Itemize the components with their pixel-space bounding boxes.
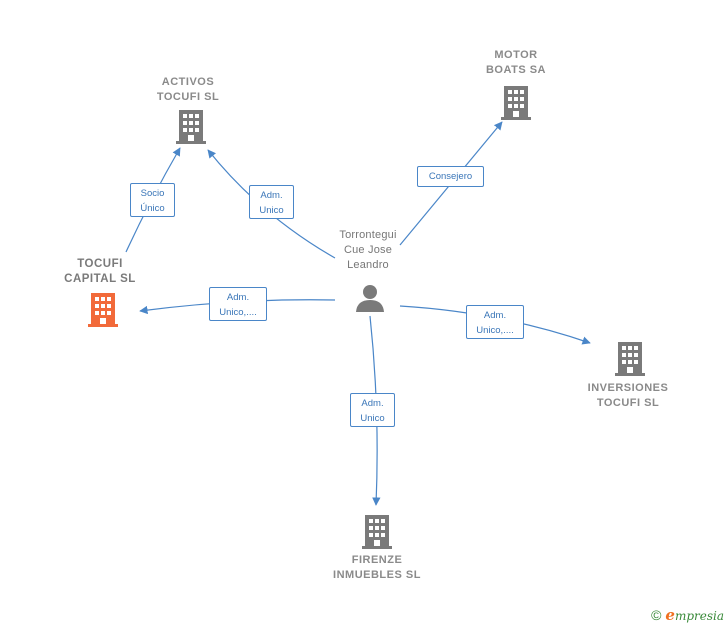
person-icon	[356, 285, 384, 312]
node-label-firenze[interactable]: FIRENZE INMUEBLES SL	[333, 554, 421, 581]
edge-label-adm-tocufi: Adm. Unico,....	[209, 287, 267, 321]
node-label-motor[interactable]: MOTOR BOATS SA	[485, 49, 547, 76]
edge-label-adm-activos: Adm. Unico	[249, 185, 294, 219]
edge-label-socio-unico: Socio Único	[130, 183, 175, 217]
node-label-inversiones[interactable]: INVERSIONES TOCUFI SL	[587, 382, 669, 409]
edge-label-adm-firenze: Adm. Unico	[350, 393, 395, 427]
node-label-activos[interactable]: ACTIVOS TOCUFI SL	[156, 76, 220, 103]
building-icon-inversiones	[615, 342, 645, 376]
footer-brand[interactable]: © empresia	[651, 606, 724, 624]
building-icon-activos	[176, 110, 206, 144]
building-icon-motor	[501, 86, 531, 120]
building-icon-firenze	[362, 515, 392, 549]
copyright-icon: ©	[651, 607, 662, 623]
edge-label-consejero: Consejero	[417, 166, 484, 187]
node-label-person[interactable]: Torrontegui Cue Jose Leandro	[339, 229, 397, 271]
building-icon-tocufi-capital	[88, 293, 118, 327]
brand-logo: empresia	[665, 606, 724, 624]
edge-label-adm-inversiones: Adm. Unico,....	[466, 305, 524, 339]
node-label-tocufi-capital[interactable]: TOCUFI CAPITAL SL	[64, 258, 136, 285]
